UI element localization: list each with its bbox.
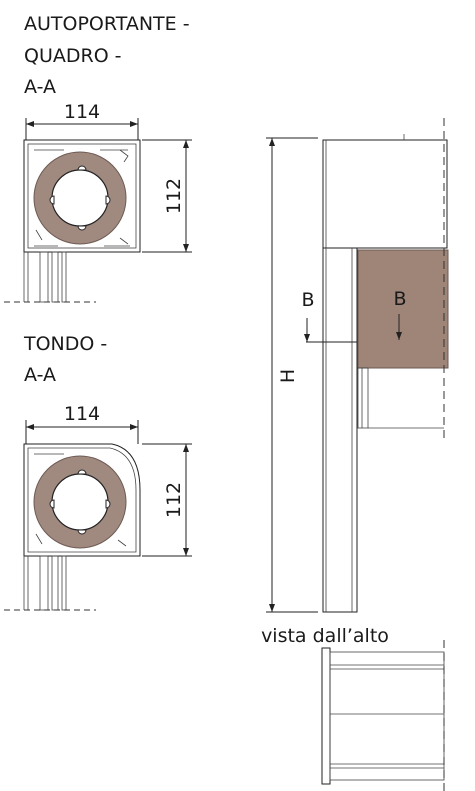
axle-tondo	[51, 473, 109, 531]
top-view-drawing	[321, 640, 445, 791]
shutter-box-panel	[357, 249, 449, 369]
title-quadro-line1: AUTOPORTANTE -	[24, 13, 190, 35]
width-dimension-quadro: 114	[25, 101, 139, 140]
height-label-quadro: 112	[163, 178, 185, 214]
width-label-quadro: 114	[64, 101, 100, 123]
guide-column	[322, 247, 358, 613]
front-elevation: H B B	[266, 118, 449, 613]
box-profile-tondo	[23, 443, 141, 557]
box-front	[322, 139, 448, 249]
title-tondo-line2: A-A	[24, 364, 56, 386]
top-view-label: vista dall’alto	[261, 625, 389, 647]
guides-tondo	[4, 555, 96, 611]
guides-quadro	[4, 251, 96, 303]
overall-height-dimension: H	[266, 137, 318, 613]
width-label-tondo: 114	[64, 403, 100, 425]
width-dimension-tondo: 114	[25, 403, 139, 444]
overall-height-label: H	[277, 369, 299, 383]
title-quadro-line3: A-A	[24, 76, 56, 98]
height-dimension-quadro: 112	[142, 139, 192, 253]
section-b-marker-right: B	[393, 288, 406, 310]
title-tondo-line1: TONDO -	[23, 333, 107, 355]
box-profile-quadro	[23, 139, 141, 253]
height-label-tondo: 112	[163, 482, 185, 518]
section-tondo: TONDO - A-A 114 112	[4, 333, 192, 611]
section-quadro: AUTOPORTANTE - QUADRO - A-A 114 112	[4, 13, 192, 303]
title-quadro-line2: QUADRO -	[24, 45, 122, 67]
axle-quadro	[51, 169, 109, 227]
section-b-marker-left: B	[301, 289, 314, 311]
height-dimension-tondo: 112	[142, 443, 192, 557]
